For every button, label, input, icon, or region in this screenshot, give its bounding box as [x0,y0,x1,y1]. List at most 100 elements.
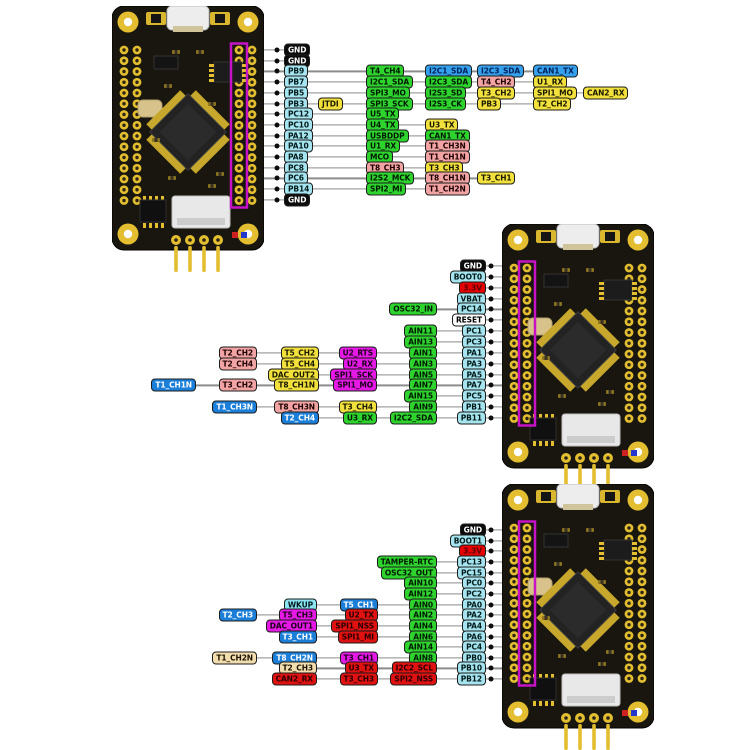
pin-dot [488,548,494,554]
function-chip-t1-ch1n: T1_CH1N [151,378,196,392]
function-chip-u4-tx: U4_TX [366,118,400,132]
function-chip-can2-rx: CAN2_RX [583,86,629,100]
function-chip-t8-ch1n: T8_CH1N [274,378,319,392]
pin-dot [274,90,280,96]
function-chip-t2-ch4: T2_CH4 [218,357,257,371]
function-chip-can2-rx: CAN2_RX [271,672,317,686]
pin-dot [274,175,280,181]
function-chip-i2c2-sda: I2C2_SDA [389,411,437,425]
connector-wire [404,582,502,584]
function-chip-jtdi: JTDI [318,97,343,110]
pin-dot [274,197,280,203]
pin-dot [274,58,280,64]
connector-wire [264,70,578,72]
pin-dot [488,372,494,377]
function-chip-t3-ch1: T3_CH1 [278,630,317,643]
connector-wire [404,341,502,343]
pin-dot [488,339,494,345]
pin-dot [488,676,494,682]
pin-dot [274,186,280,192]
pin-dot [274,133,280,139]
pin-dot [488,665,494,671]
function-chip-t1-ch2n: T1_CH2N [425,182,470,196]
pin-dot [488,404,494,410]
function-chip-t2-ch3: T2_CH3 [218,608,257,622]
pin-dot [488,591,494,597]
pin-dot [488,306,494,312]
connector-wire [151,384,502,386]
pin-dot [488,634,494,639]
pin-dot [488,559,494,565]
pin-dot [274,68,280,74]
connector-wire [381,572,502,574]
pin-dot [488,415,494,421]
connector-wire [272,678,502,680]
connector-wire [389,308,502,310]
pin-dot [488,263,494,269]
connector-wire [404,395,502,397]
pin-dot [274,122,280,128]
pin-dot [274,111,280,117]
function-chip-ain11: AIN11 [404,324,437,338]
function-chip-t3-ch3: T3_CH3 [339,672,378,686]
connector-wire [404,330,502,332]
pin-dot [488,296,494,302]
function-chip-spi2-nss: SPI2_NSS [390,672,437,686]
pin-dot [488,285,494,291]
pin-dot [274,101,280,106]
function-chip-t1-ch3n: T1_CH3N [212,400,257,414]
pin-dot [488,644,494,650]
pin-dot [274,47,280,53]
connector-wire [264,113,399,115]
function-chip-t3-ch1: T3_CH1 [477,171,516,185]
pin-dot [488,538,494,544]
pin-dot [488,382,494,388]
function-chip-u1-rx: U1_RX [533,75,568,89]
connector-wire [264,124,458,126]
connector-wire [264,102,571,105]
function-chip-t2-ch2: T2_CH2 [533,97,572,110]
function-chip-i2s3-ck: I2S3_CK [425,97,466,110]
pin-dot [274,143,280,149]
connector-wire [404,646,502,648]
pin-dot [488,328,494,334]
pin-dot [488,350,494,356]
pin-dot [488,274,494,280]
function-chip-wkup: WKUP [283,598,317,612]
pin-dot [488,570,494,576]
pin-chip-pb11: PB11 [456,411,486,425]
connector-wire [268,373,502,376]
function-chip-osc32-in: OSC32_IN [389,302,437,316]
connector-wire [284,603,502,606]
function-chip-spi1-mo: SPI1_MO [333,378,377,392]
pin-chip-gnd: GND [284,193,311,207]
pcb-board-middle [501,223,655,496]
pin-dot [488,317,494,323]
connector-wire [377,561,502,563]
pcb-board-bottom [501,483,655,750]
pin-dot [274,154,280,160]
pin-dot [488,361,494,367]
pin-dot [274,165,280,171]
function-chip-u1-rx: U1_RX [366,139,401,153]
pin-dot [488,393,494,399]
function-chip-spi2-mi: SPI2_MI [366,182,407,196]
function-chip-spi1-mi: SPI1_MI [337,630,378,643]
function-chip-t1-ch2n: T1_CH2N [212,651,257,665]
function-chip-pb3: PB3 [477,97,502,110]
connector-wire [266,625,502,627]
connector-wire [279,635,502,638]
pin-dot [488,527,494,533]
pin-chip-pb12: PB12 [456,672,486,686]
pin-dot [488,623,494,629]
connector-wire [279,667,502,670]
function-chip-t2-ch4: T2_CH4 [280,411,319,425]
function-chip-spi1-mo: SPI1_MO [533,86,577,100]
connector-wire [404,593,502,595]
connector-wire [264,167,463,169]
pin-dot [488,580,494,586]
pin-dot [488,612,494,618]
function-chip-u3-rx: U3_RX [342,411,377,425]
function-chip-t4-ch2: T4_CH2 [477,75,516,89]
